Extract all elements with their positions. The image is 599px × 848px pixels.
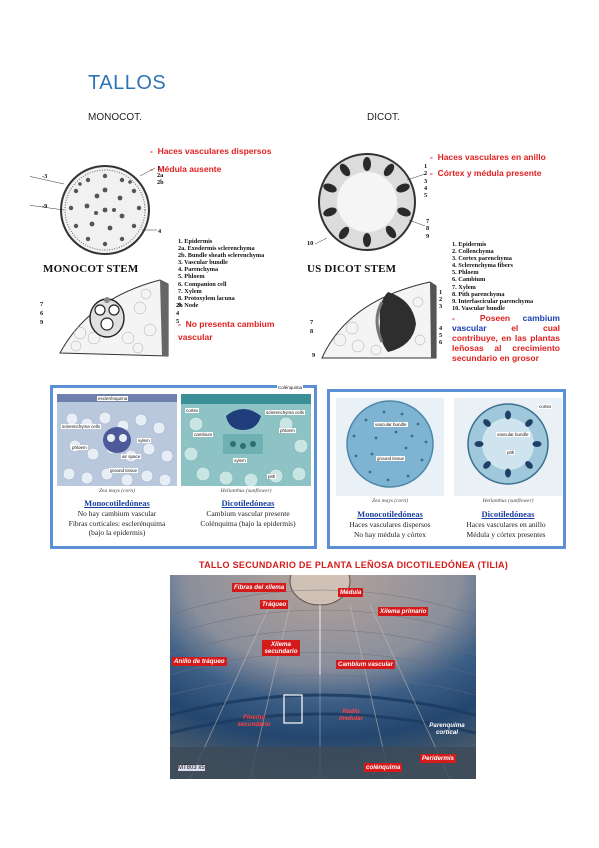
stem-label-pith: pith	[506, 450, 516, 455]
stem-species-caption-zea: Zea mays (corn)	[371, 498, 409, 504]
zea-mays-tissue-micrograph	[57, 394, 177, 486]
monocot-bullet-1: - Haces vasculares dispersos	[150, 146, 272, 156]
species-caption-helianthus: Helianthus (sunflower)	[220, 488, 272, 494]
tissue-label-colenquima: Colénquima	[277, 385, 304, 390]
dicot-bullet-1: - Haces vasculares en anillo	[430, 152, 546, 162]
tilia-label-xilema-primario: Xilema primario	[378, 607, 429, 616]
tilia-label-fibras: Fibras del xilema	[232, 583, 287, 592]
tissue-label-esclerenquima: esclerénquima	[97, 396, 129, 401]
tilia-label-anillo: Anillo de tráqueo	[172, 657, 227, 666]
monocot-bullet-2: - Médula ausente	[150, 164, 222, 174]
tissue-label-sclerenchyma-cells: sclerenchyma cells	[265, 410, 306, 415]
tissue-label-cortex: cortex	[185, 408, 200, 413]
species-caption-zea: Zea mays (corn)	[98, 488, 136, 494]
tissue-label-cambium: cambium	[193, 432, 214, 437]
tissue-label-phloem: phloem	[71, 445, 88, 450]
tissue-label-sclerenchyma: sclerenchyma cells	[61, 424, 102, 429]
tissue-label-pith: pith	[267, 474, 277, 479]
stem-label-cortex: cortex	[538, 404, 553, 409]
stem-label-ground-tissue: ground tissue	[376, 456, 406, 461]
tilia-title: TALLO SECUNDARIO DE PLANTA LEÑOSA DICOTI…	[199, 560, 509, 570]
dicot-fig-number-10: 10	[307, 240, 314, 247]
tilia-micrograph-image	[170, 575, 476, 779]
monocot-column-label: MONOCOT.	[88, 112, 142, 123]
stem-species-caption-helianthus: Helianthus (sunflower)	[482, 498, 534, 504]
monocot-fig-number-4: 4	[158, 228, 162, 235]
dicot-bundle-number-9: 9	[312, 352, 316, 359]
tilia-label-xilema-secundario: Xilema secundario	[262, 640, 300, 656]
dicot-column-label: DICOT.	[367, 112, 400, 123]
helianthus-stem-micrograph	[454, 398, 562, 496]
tilia-label-cambium: Cambium vascular	[336, 660, 396, 669]
tissue-label-air-space: air space	[121, 454, 142, 459]
tilia-label-traqueo: Tráqueo	[260, 600, 289, 609]
tilia-micrograph	[170, 575, 476, 779]
tissue-label-ground-tissue: ground tissue	[109, 468, 139, 473]
tilia-label-parenquima: Parenquima cortical	[429, 722, 465, 736]
tilia-scale-label: MT803 x5	[178, 765, 205, 771]
helianthus-tissue-micrograph	[181, 394, 311, 486]
dicot-cross-section-figure	[314, 153, 426, 251]
dicot-note: - Poseen cambium vascular el cual contri…	[452, 313, 560, 363]
monocot-dicot-stem-panel: vascular bundle ground tissue cortex vas…	[327, 389, 566, 549]
stem-heading-dicot: Dicotiledóneas	[481, 509, 535, 519]
stem-label-vascular-bundle-dicot: vascular bundle	[496, 432, 530, 437]
monocot-note: - No presenta cambium vascular	[178, 319, 275, 342]
zea-mays-stem-micrograph	[336, 398, 444, 496]
tilia-label-colenquima: colénquima	[364, 763, 403, 772]
dicot-bundle-detail-figure	[321, 281, 437, 359]
stem-label-vascular-bundle: vascular bundle	[374, 422, 408, 427]
stem-heading-monocot: Monocotiledóneas	[357, 509, 423, 519]
tissue-label-xylem-dicot: xylem	[233, 458, 247, 463]
monocot-fig-number-9: -9	[42, 203, 48, 210]
tissue-label-phloem-dicot: phloem	[279, 428, 296, 433]
tissue-label-xylem: xylem	[137, 438, 151, 443]
page-title: TALLOS	[88, 72, 167, 94]
tilia-label-peridermis: Peridermis	[420, 754, 456, 763]
tilia-label-radio: Radio medular	[338, 708, 364, 722]
dicot-stem-title: US DICOT STEM	[307, 263, 397, 275]
monocot-dicot-tissue-panel: esclerénquima sclerenchyma cells phloem …	[50, 385, 317, 549]
panel-heading-dicot: Dicotiledóneas	[221, 498, 275, 508]
monocot-stem-title: MONOCOT STEM	[43, 263, 139, 275]
monocot-cross-section-figure	[30, 165, 157, 255]
dicot-bullet-2: - Córtex y médula presente	[430, 168, 542, 178]
monocot-bundle-detail-figure	[59, 279, 169, 357]
panel-heading-monocot: Monocotiledóneas	[84, 498, 150, 508]
tilia-label-medula: Médula	[338, 588, 364, 597]
monocot-fig-number-3: -3	[42, 173, 48, 180]
tilia-label-floema-secundario: Floema secundario	[237, 714, 271, 728]
